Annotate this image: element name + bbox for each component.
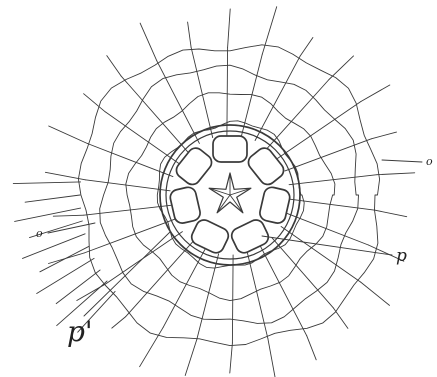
- radial-wall: [85, 180, 170, 191]
- radial-wall: [255, 56, 300, 140]
- fringe-hair: [361, 85, 390, 102]
- fringe-hair: [377, 173, 415, 175]
- leader-o-right: [382, 160, 422, 162]
- fringe-hair: [15, 208, 81, 221]
- pore-cell: [173, 145, 215, 188]
- fringe-hair: [49, 126, 88, 144]
- fringe-hair: [188, 22, 192, 47]
- fringe-hair: [268, 339, 276, 377]
- fringe-hair: [56, 270, 100, 304]
- fringe-hair: [262, 7, 276, 54]
- label-leader-lines: [48, 160, 422, 316]
- radial-wall: [281, 227, 361, 283]
- leader-p-prime: [84, 232, 170, 316]
- fringe-hair: [53, 215, 84, 216]
- fringe-hair: [25, 195, 80, 202]
- fringe-hair: [23, 234, 86, 259]
- label-o-right: o: [426, 156, 433, 167]
- radial-wall: [278, 102, 361, 159]
- leader-p: [262, 236, 392, 255]
- fringe-hair: [37, 258, 94, 293]
- fringe-hair: [230, 343, 233, 373]
- fringe-hair: [375, 210, 407, 217]
- fringe-hair: [84, 94, 106, 112]
- fringe-hair: [13, 182, 80, 184]
- fringe-hair: [107, 56, 121, 76]
- central-pore-cells: [160, 125, 300, 265]
- pore-cell: [189, 217, 231, 255]
- pore-cell: [258, 186, 291, 225]
- pore-cell: [245, 145, 287, 188]
- cell-ring-outlines: [78, 45, 379, 346]
- fringe-hair: [361, 282, 390, 305]
- radial-wall: [157, 61, 200, 144]
- label-p-prime: p': [67, 318, 93, 346]
- label-o-left: o: [36, 228, 43, 239]
- radial-wall: [84, 219, 175, 253]
- radial-wall: [290, 199, 375, 210]
- fringe-hair: [307, 336, 317, 360]
- label-p: p: [396, 248, 407, 265]
- radial-wall: [272, 238, 334, 308]
- radial-wall: [84, 205, 171, 215]
- fringe-hair: [185, 340, 197, 376]
- pore-cell: [169, 186, 202, 225]
- radial-wall: [105, 112, 179, 164]
- fringe-hair: [112, 317, 126, 329]
- radial-wall: [197, 254, 219, 340]
- radial-wall: [247, 252, 268, 338]
- radial-wall: [285, 139, 371, 171]
- fringe-hair: [228, 9, 231, 47]
- pore-cell: [213, 136, 247, 162]
- fringe-hair: [140, 23, 157, 61]
- fringe-hair: [371, 132, 396, 139]
- fringe-hair: [300, 38, 313, 57]
- radial-wall: [126, 242, 193, 317]
- radial-wall: [261, 247, 307, 336]
- fringe-hair: [40, 246, 89, 271]
- radial-wall: [232, 255, 233, 343]
